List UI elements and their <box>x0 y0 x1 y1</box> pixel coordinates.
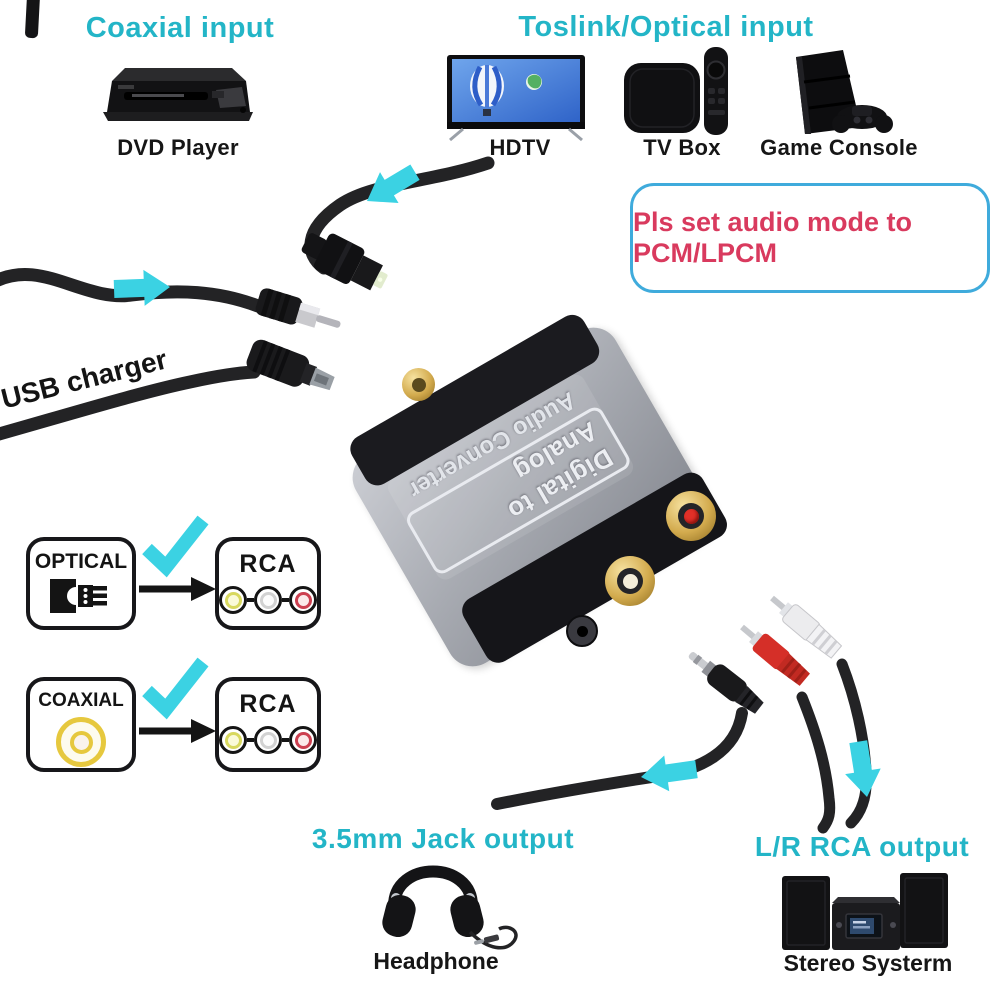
hdtv-image <box>447 55 585 142</box>
rca-target-box-2: RCA <box>215 677 321 772</box>
audio-mode-note: Pls set audio mode to PCM/LPCM <box>630 183 990 293</box>
rca-white-output-jack <box>605 556 655 606</box>
jack-35mm-plug <box>688 652 764 714</box>
toslink-cable <box>301 156 495 291</box>
headphone-image <box>382 865 518 950</box>
rca-red-dot <box>289 726 317 754</box>
checkmark-coaxial <box>142 657 209 720</box>
coaxial-box-label: COAXIAL <box>38 690 124 711</box>
checkmarks <box>142 515 209 720</box>
corner-cable-stub <box>25 0 40 39</box>
optical-box-label: OPTICAL <box>34 550 128 573</box>
stereo-system-label: Stereo Systerm <box>783 950 953 976</box>
coaxial-input-jack <box>402 368 435 401</box>
flow-arrow-jack-out <box>641 755 698 792</box>
headphone-label: Headphone <box>373 948 499 974</box>
coaxial-port-icon <box>56 717 106 767</box>
rca-ports-icon-2 <box>219 726 317 754</box>
jack-35mm-output-port <box>566 615 598 647</box>
stereo-system-image <box>782 873 948 950</box>
optical-source-box: OPTICAL <box>26 537 136 630</box>
jack-output-cable <box>491 652 764 810</box>
toslink-optical-input-title: Toslink/Optical input <box>518 11 814 43</box>
dvd-player-image <box>103 68 253 121</box>
coaxial-rca-connector <box>255 288 341 328</box>
rca-box-2-label: RCA <box>239 690 297 718</box>
dvd-player-label: DVD Player <box>117 135 239 160</box>
rca-red-plug <box>740 624 810 686</box>
jack-output-title: 3.5mm Jack output <box>311 823 575 854</box>
checkmark-optical <box>142 515 209 578</box>
optical-port-icon <box>50 579 107 613</box>
tv-box-label: TV Box <box>643 135 721 160</box>
hdtv-label: HDTV <box>489 135 551 160</box>
coaxial-input-title: Coaxial input <box>85 12 275 44</box>
toslink-connector <box>301 233 388 291</box>
micro-usb-connector <box>246 339 335 391</box>
usb-charger-cable <box>0 339 335 441</box>
coaxial-source-box: COAXIAL <box>26 677 136 772</box>
coaxial-input-cable <box>0 267 341 328</box>
flow-arrows <box>113 164 881 797</box>
flow-arrow-toslink <box>367 164 420 204</box>
rca-white-dot <box>254 726 282 754</box>
flow-arrow-coaxial <box>113 269 170 306</box>
rca-yellow-dot <box>219 726 247 754</box>
rca-target-box-1: RCA <box>215 537 321 630</box>
rca-white-plug <box>770 595 843 659</box>
tv-box-image <box>624 47 728 135</box>
rca-white-dot <box>254 586 282 614</box>
game-console-label: Game Console <box>760 135 918 160</box>
rca-box-1-label: RCA <box>239 550 297 578</box>
rca-red-output-jack <box>666 491 716 541</box>
flow-arrow-rca-out <box>845 740 881 797</box>
rca-red-dot <box>289 586 317 614</box>
rca-yellow-dot <box>219 586 247 614</box>
convert-arrows <box>139 577 216 743</box>
rca-white-cable <box>770 595 872 829</box>
rca-ports-icon-1 <box>219 586 317 614</box>
audio-mode-note-text: Pls set audio mode to PCM/LPCM <box>633 207 913 268</box>
rca-red-cable <box>740 624 836 834</box>
game-console-image <box>796 50 893 134</box>
rca-output-title: L/R RCA output <box>754 831 970 862</box>
